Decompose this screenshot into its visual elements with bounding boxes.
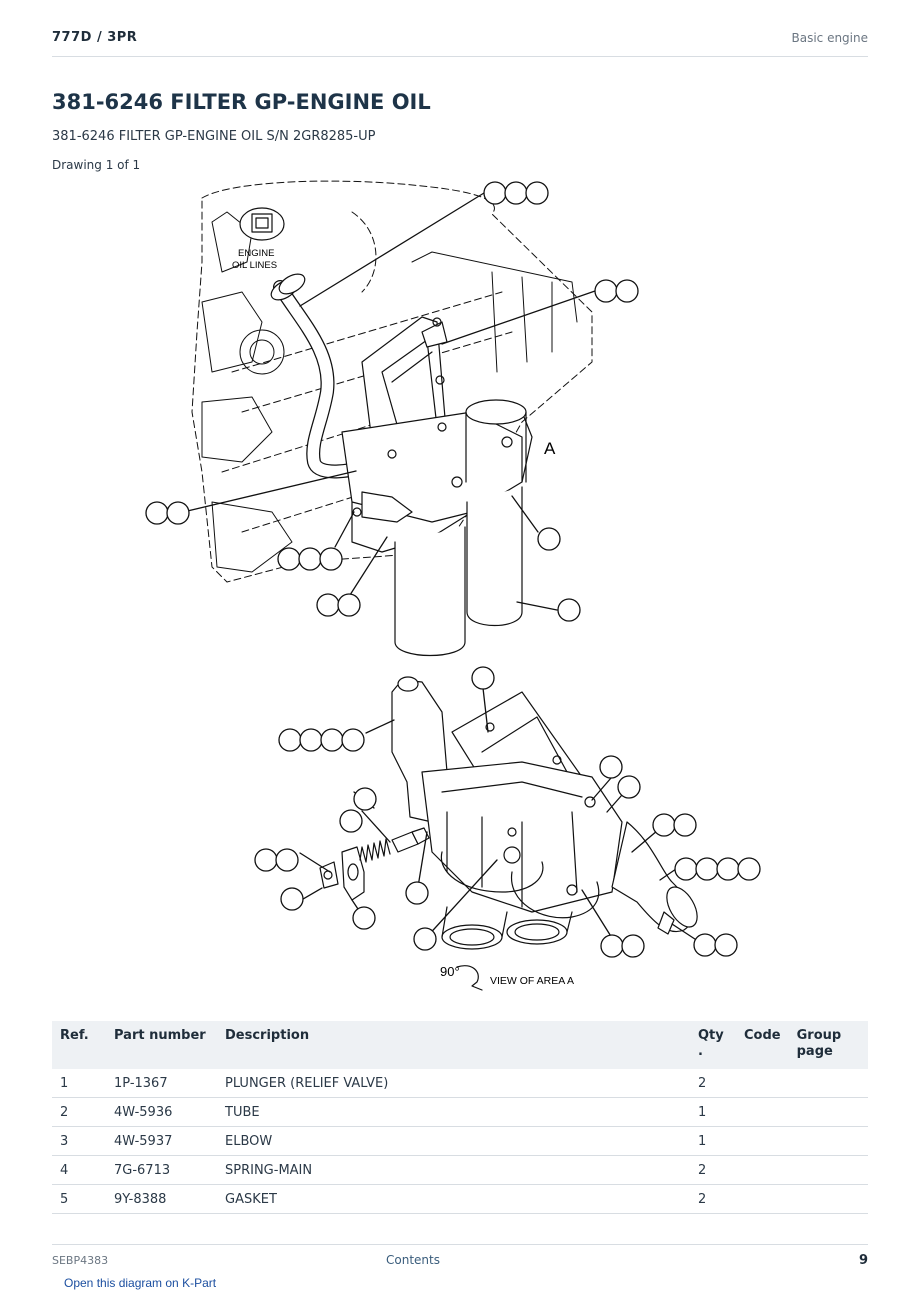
cell-group-page — [788, 1184, 868, 1214]
cell-qty: 2 — [690, 1184, 736, 1214]
col-description: Description — [217, 1021, 690, 1069]
col-part-number: Part number — [106, 1021, 217, 1069]
exploded-housing — [391, 676, 623, 913]
cell-qty: 1 — [690, 1126, 736, 1156]
cell-part-number: 1P-1367 — [106, 1069, 217, 1098]
cell-ref: 5 — [52, 1184, 106, 1214]
cell-description: PLUNGER (RELIEF VALVE) — [217, 1069, 690, 1098]
cell-ref: 4 — [52, 1155, 106, 1185]
rotation-arrow — [456, 965, 483, 991]
cell-group-page — [788, 1155, 868, 1185]
parts-diagram[interactable]: ENGINE OIL LINES — [52, 172, 868, 1002]
col-ref: Ref. — [52, 1021, 106, 1069]
cell-group-page — [788, 1126, 868, 1156]
oil-filters — [394, 399, 527, 656]
contents-link[interactable]: Contents — [386, 1253, 440, 1267]
exploded-spring — [359, 838, 391, 863]
cell-description: SPRING-MAIN — [217, 1155, 690, 1185]
oil-filler-cap — [239, 207, 285, 241]
exploded-gasket — [319, 846, 365, 901]
col-qty-line1: Qty — [698, 1028, 724, 1043]
cell-ref: 2 — [52, 1097, 106, 1127]
oil-tube — [270, 273, 389, 479]
table-row: 5 9Y-8388 GASKET 2 — [52, 1184, 868, 1214]
area-a-marker: A — [544, 439, 556, 458]
cell-code — [736, 1184, 789, 1214]
col-qty-line2: . — [698, 1044, 703, 1059]
doc-number: SEBP4383 — [52, 1254, 109, 1267]
cell-qty: 2 — [690, 1069, 736, 1098]
view-caption: VIEW OF AREA A — [490, 975, 574, 987]
diagram-svg: ENGINE OIL LINES — [145, 180, 761, 991]
cell-qty: 2 — [690, 1155, 736, 1185]
col-qty: Qty. — [690, 1021, 736, 1069]
table-row: 1 1P-1367 PLUNGER (RELIEF VALVE) 2 — [52, 1069, 868, 1098]
page-title: 381-6246 FILTER GP-ENGINE OIL — [52, 90, 431, 114]
cell-group-page — [788, 1097, 868, 1127]
parts-table: Ref. Part number Description Qty. Code G… — [52, 1021, 868, 1214]
cell-part-number: 4W-5936 — [106, 1097, 217, 1127]
engine-block-detail — [201, 211, 578, 573]
model-label: 777D / 3PR — [52, 30, 138, 45]
drawing-count: Drawing 1 of 1 — [52, 158, 141, 172]
cell-part-number: 9Y-8388 — [106, 1184, 217, 1214]
cell-code — [736, 1155, 789, 1185]
cell-ref: 3 — [52, 1126, 106, 1156]
cell-group-page — [788, 1069, 868, 1098]
rotation-label: 90° — [440, 964, 460, 979]
cell-description: ELBOW — [217, 1126, 690, 1156]
cell-ref: 1 — [52, 1069, 106, 1098]
cell-part-number: 7G-6713 — [106, 1155, 217, 1185]
cell-code — [736, 1069, 789, 1098]
page-header: 777D / 3PR Basic engine — [52, 28, 868, 57]
section-label: Basic engine — [791, 31, 868, 45]
cell-code — [736, 1097, 789, 1127]
parts-table-header: Ref. Part number Description Qty. Code G… — [52, 1021, 868, 1069]
col-code: Code — [736, 1021, 789, 1069]
cell-description: GASKET — [217, 1184, 690, 1214]
cell-part-number: 4W-5937 — [106, 1126, 217, 1156]
exploded-filter-rings — [440, 851, 600, 950]
cell-qty: 1 — [690, 1097, 736, 1127]
table-row: 3 4W-5937 ELBOW 1 — [52, 1126, 868, 1156]
kpart-link[interactable]: Open this diagram on K-Part — [64, 1276, 217, 1290]
table-row: 2 4W-5936 TUBE 1 — [52, 1097, 868, 1127]
engine-label-line2: OIL LINES — [232, 260, 277, 271]
col-group-line2: page — [796, 1044, 833, 1059]
exploded-elbow — [611, 821, 698, 935]
col-group-line1: Group — [796, 1028, 842, 1043]
cell-description: TUBE — [217, 1097, 690, 1127]
page-subtitle: 381-6246 FILTER GP-ENGINE OIL S/N 2GR828… — [52, 129, 376, 144]
callout-bubbles[interactable] — [145, 181, 761, 958]
page-footer: SEBP4383 Contents 9 — [52, 1244, 868, 1275]
page-number: 9 — [858, 1253, 868, 1268]
table-row: 4 7G-6713 SPRING-MAIN 2 — [52, 1155, 868, 1185]
exploded-plunger — [391, 827, 430, 853]
engine-label-line1: ENGINE — [238, 248, 274, 259]
cell-code — [736, 1126, 789, 1156]
